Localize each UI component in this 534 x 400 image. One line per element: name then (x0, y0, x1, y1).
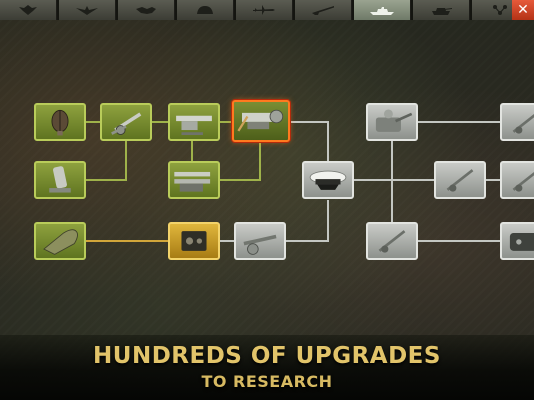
tab-tank[interactable] (413, 0, 470, 20)
close-button[interactable]: ✕ (512, 0, 534, 20)
tech-node-mortar-tube[interactable] (34, 161, 86, 199)
tech-node-field-howitzer[interactable] (232, 100, 290, 142)
artillery-gun-icon (111, 112, 142, 135)
bunker-gun-icon (509, 232, 534, 251)
field-gun-icon (243, 234, 277, 255)
officer-cap-icon (309, 170, 347, 190)
naval-turret-icon (375, 109, 413, 132)
warship-icon (370, 7, 394, 15)
tech-node-antiair-gun[interactable] (500, 103, 534, 141)
promo-banner: HUNDREDS OF UPGRADES TO RESEARCH (0, 335, 534, 400)
tech-node-naval-turret[interactable] (366, 103, 418, 141)
tab-fighter-plane[interactable] (236, 0, 293, 20)
antiair-gun-icon (512, 114, 534, 134)
tech-node-antiair-gun[interactable] (500, 161, 534, 199)
close-icon: ✕ (517, 2, 529, 18)
banner-subtitle: TO RESEARCH (201, 372, 333, 391)
tech-node-antiair-gun[interactable] (366, 222, 418, 260)
tech-node-field-gun[interactable] (234, 222, 286, 260)
tech-node-antiair-gun[interactable] (434, 161, 486, 199)
mortar-tube-icon (49, 166, 71, 193)
handshake-icon (136, 7, 156, 14)
eagle-emblem-icon (19, 5, 37, 15)
tab-warship[interactable] (354, 0, 411, 20)
tech-node-shell[interactable] (34, 222, 86, 260)
helmet-icon (197, 6, 213, 14)
antiair-gun-icon (378, 230, 406, 253)
tech-node-bunker-gun[interactable] (500, 222, 534, 260)
network-icon (493, 5, 507, 15)
category-tab-bar: ✕ (0, 0, 534, 20)
tab-rifle[interactable] (295, 0, 352, 20)
twin-cannon-icon (174, 171, 211, 192)
fighter-plane-icon (253, 5, 275, 15)
mortar-shell-icon (51, 109, 69, 136)
field-howitzer-icon (237, 109, 284, 132)
banner-title: HUNDREDS OF UPGRADES (93, 343, 441, 369)
tab-helmet[interactable] (177, 0, 234, 20)
antiair-gun-icon (446, 169, 474, 192)
tank-icon (432, 8, 452, 15)
tech-tree (0, 20, 534, 335)
tech-node-officer-cap[interactable] (302, 161, 354, 199)
tech-node-mortar-shell[interactable] (34, 103, 86, 141)
tech-tree-links (86, 121, 500, 242)
shell-icon (43, 229, 78, 255)
eagle-wings-icon (76, 6, 98, 15)
antiair-gun-icon (512, 172, 534, 192)
tech-node-artillery-gun[interactable] (100, 103, 152, 141)
tab-eagle-emblem[interactable] (0, 0, 57, 20)
heavy-cannon-icon (176, 115, 212, 135)
radio-device-icon (181, 231, 207, 251)
tab-eagle-wings[interactable] (59, 0, 116, 20)
rifle-icon (312, 6, 334, 15)
tech-node-radio-device[interactable] (168, 222, 220, 260)
tech-node-heavy-cannon[interactable] (168, 103, 220, 141)
tech-node-twin-cannon[interactable] (168, 161, 220, 199)
tab-handshake[interactable] (118, 0, 175, 20)
